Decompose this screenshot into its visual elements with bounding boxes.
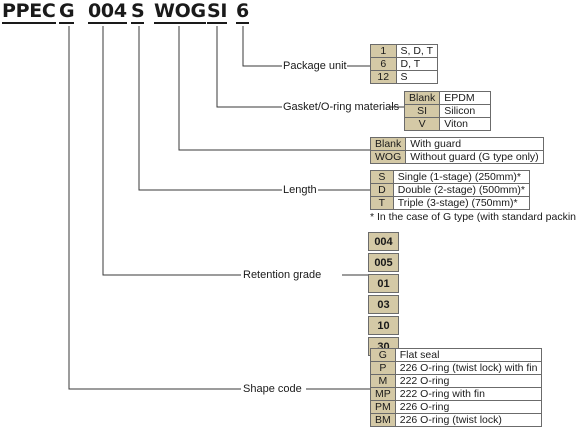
grade-option: 004 [368, 232, 399, 251]
code-segment-gasket: SI [207, 0, 228, 24]
connector-gasket [216, 26, 282, 108]
option-desc: Flat seal [394, 348, 543, 362]
option-desc: EPDM [439, 91, 491, 105]
option-desc: 226 O-ring (twist lock) with fin [394, 361, 543, 375]
option-code: Blank [403, 91, 441, 105]
option-code: G [370, 348, 396, 362]
option-desc: D, T [395, 57, 439, 71]
option-code: MP [370, 387, 396, 401]
code-segment-shape: G [59, 0, 75, 24]
code-segment-series: PPEC [2, 0, 56, 24]
option-desc: S [395, 70, 439, 84]
option-desc: 226 O-ring [394, 400, 543, 414]
option-code: SI [403, 104, 441, 118]
length-footnote: * In the case of G type (with standard p… [370, 211, 576, 223]
option-desc: Triple (3-stage) (750mm)* [392, 196, 531, 210]
option-code: PM [370, 400, 396, 414]
label-shape-code: Shape code [243, 383, 302, 395]
retention-grade-list: 004 005 01 03 10 30 [368, 230, 399, 358]
option-desc: Double (2-stage) (500mm)* [392, 183, 531, 197]
connector-package [242, 26, 282, 67]
option-code: WOG [369, 150, 407, 164]
option-desc: S, D, T [395, 44, 439, 58]
option-code: D [370, 183, 394, 197]
code-segment-retention: 004 [88, 0, 127, 24]
option-code: T [370, 196, 394, 210]
connector-retention [102, 26, 241, 276]
option-desc: 226 O-ring (twist lock) [394, 413, 543, 427]
option-code: M [370, 374, 396, 388]
code-segment-length: S [131, 0, 145, 24]
option-code: 1 [370, 44, 397, 58]
grade-option: 01 [368, 274, 399, 293]
option-code: P [370, 361, 396, 375]
code-segment-guard: WOG [154, 0, 206, 24]
code-segment-package: 6 [236, 0, 249, 24]
connector-length [138, 26, 282, 191]
label-length: Length [283, 184, 317, 196]
connector-guard [178, 26, 370, 151]
option-desc: 222 O-ring with fin [394, 387, 543, 401]
connector-shape [68, 26, 241, 390]
grade-option: 005 [368, 253, 399, 272]
option-code: V [403, 117, 441, 131]
option-desc: Single (1-stage) (250mm)* [392, 170, 531, 184]
grade-option: 10 [368, 316, 399, 335]
option-code: 12 [370, 70, 397, 84]
label-retention-grade: Retention grade [243, 269, 322, 281]
option-desc: Silicon [439, 104, 491, 118]
option-desc: Without guard (G type only) [405, 150, 544, 164]
option-desc: Viton [439, 117, 491, 131]
option-code: Blank [369, 137, 407, 151]
grade-option: 03 [368, 295, 399, 314]
label-gasket-materials: Gasket/O-ring materials [283, 101, 400, 113]
option-desc: With guard [405, 137, 544, 151]
label-package-unit: Package unit [283, 60, 347, 72]
option-code: 6 [370, 57, 397, 71]
option-desc: 222 O-ring [394, 374, 543, 388]
option-code: S [370, 170, 394, 184]
option-code: BM [370, 413, 396, 427]
